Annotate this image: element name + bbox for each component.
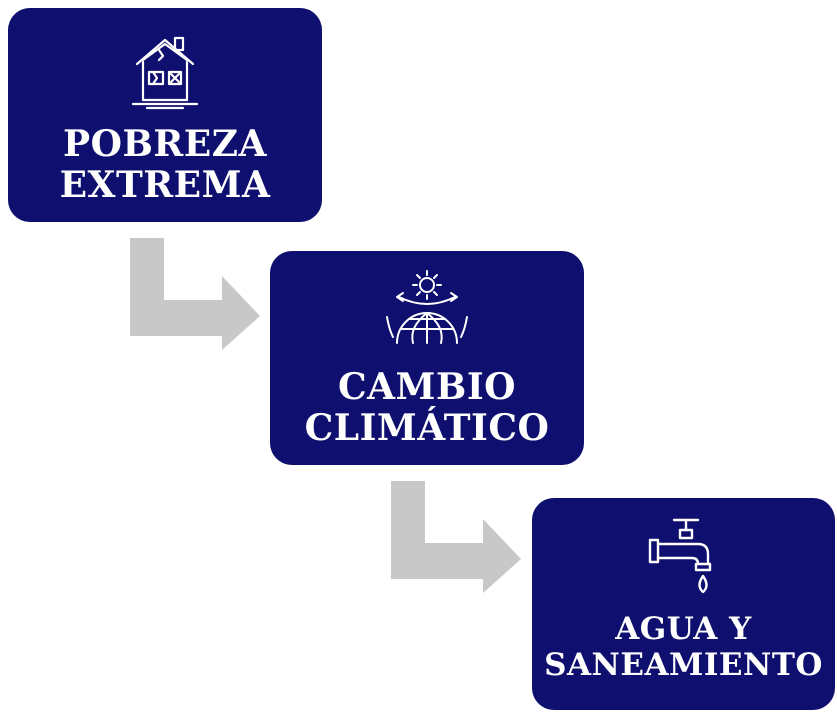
- step-title-line: POBREZA: [63, 123, 267, 165]
- step-box-pobreza-extrema: POBREZA EXTREMA: [8, 8, 322, 222]
- dripping-faucet-icon: [648, 518, 711, 594]
- step-title: AGUA Y SANEAMIENTO: [544, 611, 823, 683]
- step-title-line: EXTREMA: [59, 164, 271, 207]
- elbow-arrow-right-icon: [130, 238, 260, 350]
- step-box-agua-saneamiento: AGUA Y SANEAMIENTO: [532, 498, 835, 710]
- step-title-line: CAMBIO: [337, 366, 517, 408]
- elbow-arrow-right-icon: [391, 481, 521, 593]
- step-title: POBREZA EXTREMA: [59, 123, 271, 207]
- step-title-line: AGUA Y: [615, 611, 752, 647]
- step-title-line: CLIMÁTICO: [304, 407, 550, 450]
- climate-globe-sun-icon: [386, 270, 468, 344]
- step-title-line: SANEAMIENTO: [544, 646, 823, 683]
- step-title: CAMBIO CLIMÁTICO: [304, 366, 550, 450]
- step-box-cambio-climatico: CAMBIO CLIMÁTICO: [270, 251, 584, 465]
- broken-house-icon: [131, 36, 199, 110]
